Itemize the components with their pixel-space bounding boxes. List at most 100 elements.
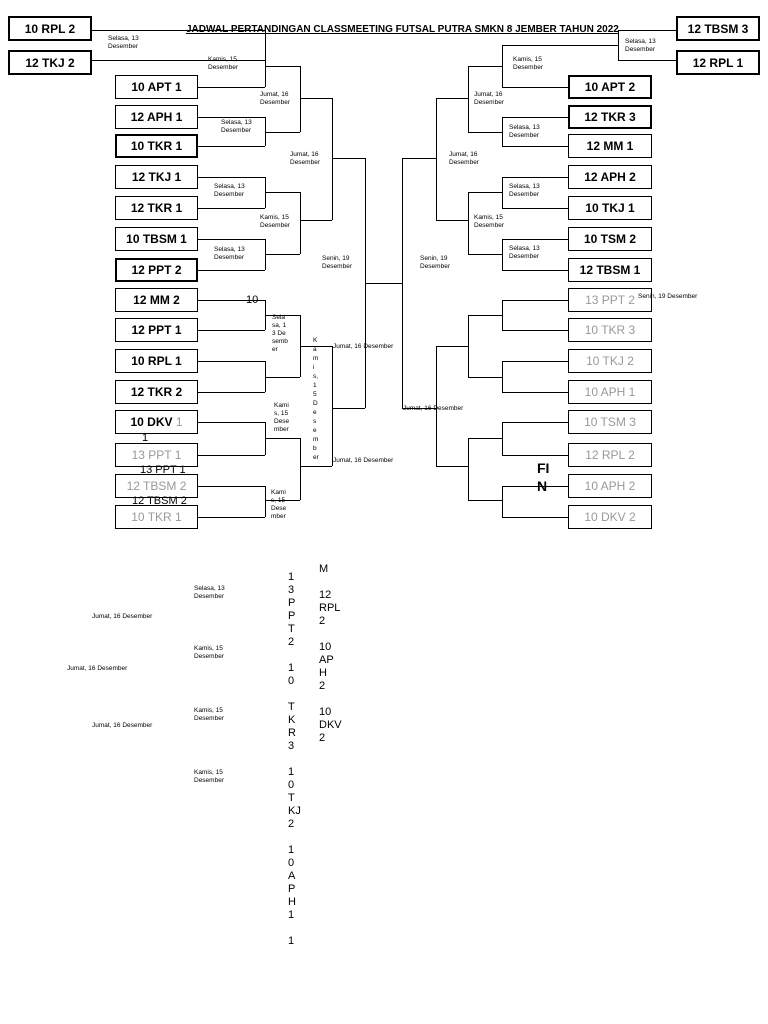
- date-label: Senin, 19 Desember: [638, 293, 698, 300]
- vertical-char: 0: [288, 779, 295, 791]
- team-box: 10 TSM 2: [568, 227, 652, 251]
- page-title: JADWAL PERTANDINGAN CLASSMEETING FUTSAL …: [186, 24, 619, 35]
- team-box: 12 TBSM 2: [115, 474, 198, 498]
- team-box: 10 TKR 1: [115, 134, 198, 158]
- team-box: 10 DKV 2: [568, 505, 652, 529]
- overlap-text: 1: [142, 432, 149, 444]
- team-suffix: 1: [175, 415, 183, 429]
- vertical-char: 10: [319, 641, 332, 653]
- vertical-char: T: [288, 623, 295, 635]
- vertical-char: DKV: [319, 719, 342, 731]
- date-label: Kamis, 15 Desember: [271, 489, 287, 520]
- date-label: Jumat, 16 Desember: [92, 613, 153, 620]
- date-label: Kamis, 15 Desember: [194, 707, 224, 722]
- date-label: Selasa, 13 Desember: [272, 314, 288, 353]
- vertical-char: 1: [288, 571, 295, 583]
- overlap-text: 10: [246, 294, 259, 306]
- date-label: Kamis, 15 Desember: [194, 645, 224, 660]
- date-label: Jumat, 16 Desember: [290, 151, 320, 166]
- vertical-char: AP: [319, 654, 334, 666]
- vertical-char: [288, 922, 304, 935]
- team-box: 12 RPL 1: [676, 50, 760, 75]
- team-box: 10 TKR 1: [115, 505, 198, 529]
- vertical-char: K: [288, 714, 296, 726]
- vertical-char: [288, 649, 304, 662]
- vertical-char: KJ: [288, 805, 301, 817]
- date-label: Kamis, 15 Desember: [274, 402, 290, 433]
- vertical-char: 1: [288, 935, 295, 947]
- date-label: Senin, 19 Desember: [322, 255, 352, 270]
- team-box: 13 PPT 2: [568, 288, 652, 312]
- vertical-char: RPL: [319, 602, 341, 614]
- date-label: Jumat, 16 Desember: [474, 91, 504, 106]
- team-box: 12 MM 1: [568, 134, 652, 158]
- vertical-char: 2: [319, 615, 326, 627]
- vertical-char: P: [288, 883, 296, 895]
- date-label: Selasa, 13 Desember: [108, 35, 139, 50]
- team-name: 10 DKV: [130, 415, 173, 429]
- vertical-char: 3: [288, 740, 295, 752]
- date-label: Jumat, 16 Desember: [333, 343, 394, 350]
- vertical-char: [288, 831, 304, 844]
- team-box: 12 TKR 1: [115, 196, 198, 220]
- date-label: Jumat, 16 Desember: [260, 91, 290, 106]
- date-label: Selasa, 13 Desember: [194, 585, 225, 600]
- team-box: 10 APT 1: [115, 75, 198, 99]
- date-label: Jumat, 16 Desember: [92, 722, 153, 729]
- vertical-char: 1: [288, 844, 295, 856]
- vertical-char: [288, 753, 304, 766]
- vertical-char: H: [319, 667, 327, 679]
- vertical-char: H: [288, 896, 296, 908]
- overlap-text: 12 TBSM 2: [132, 495, 187, 507]
- team-box: 10 RPL 1: [115, 349, 198, 373]
- vertical-char: 1: [288, 766, 295, 778]
- vertical-char: 1: [288, 662, 295, 674]
- date-label: Jumat, 16 Desember: [403, 405, 464, 412]
- vertical-char: 12: [319, 589, 332, 601]
- vertical-char: 2: [319, 732, 326, 744]
- vertical-char: A: [288, 870, 296, 882]
- team-box: 12 TBSM 1: [568, 258, 652, 282]
- vertical-char: M: [319, 563, 329, 575]
- date-label: Jumat, 16 Desember: [449, 151, 479, 166]
- date-label: Selasa, 13 Desember: [509, 183, 540, 198]
- vertical-char: 0: [288, 857, 295, 869]
- fin-label: FI N: [537, 460, 550, 494]
- vertical-char: R: [288, 727, 296, 739]
- date-label: Jumat, 16 Desember: [333, 457, 394, 464]
- vertical-char: P: [288, 597, 296, 609]
- team-box: 10 TBSM 1: [115, 227, 198, 251]
- date-label: Selasa, 13 Desember: [625, 38, 656, 53]
- team-box: 10 TKJ 2: [568, 349, 652, 373]
- team-box: 10 TSM 3: [568, 410, 652, 434]
- vertical-char: [288, 688, 304, 701]
- team-box: 10 APT 2: [568, 75, 652, 99]
- date-label: Selasa, 13 Desember: [221, 119, 252, 134]
- date-label: Selasa, 13 Desember: [214, 246, 245, 261]
- vertical-char: 10: [319, 706, 332, 718]
- vertical-char: 2: [288, 818, 295, 830]
- vertical-char: [319, 576, 359, 589]
- team-box: 12 MM 2: [115, 288, 198, 312]
- date-label: Kamis, 15 Desember: [208, 56, 238, 71]
- team-box: 10 DKV 1: [115, 410, 198, 434]
- team-box: 10 TKR 3: [568, 318, 652, 342]
- vertical-char: [319, 628, 359, 641]
- overlap-text: 13 PPT 1: [140, 464, 186, 476]
- team-box: 10 RPL 2: [8, 16, 92, 41]
- date-label: Kamis, 15 Desember: [474, 214, 504, 229]
- date-label: Kamis, 15 Desember: [513, 56, 543, 71]
- date-label: Selasa, 13 Desember: [509, 245, 540, 260]
- date-label: Jumat, 16 Desember: [67, 665, 128, 672]
- team-box: 12 PPT 2: [115, 258, 198, 282]
- vertical-char: 2: [319, 680, 326, 692]
- team-box: 10 APH 2: [568, 474, 652, 498]
- vertical-char: [319, 693, 359, 706]
- vertical-char: P: [288, 610, 296, 622]
- vertical-char: 2: [288, 636, 295, 648]
- vertical-char: 1: [288, 909, 295, 921]
- vertical-char: T: [288, 792, 295, 804]
- team-box: 10 APH 1: [568, 380, 652, 404]
- date-label: Senin, 19 Desember: [420, 255, 450, 270]
